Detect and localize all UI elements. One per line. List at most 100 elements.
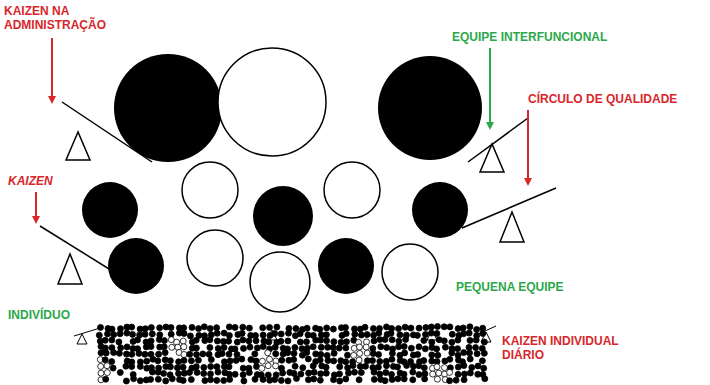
small-circle <box>123 378 129 384</box>
small-circle <box>469 365 475 371</box>
small-circle <box>442 365 448 371</box>
small-circle <box>382 378 388 384</box>
small-circle <box>232 324 238 330</box>
small-circle <box>149 369 155 375</box>
small-circle <box>318 344 324 350</box>
small-circle <box>187 370 193 376</box>
small-circle <box>116 350 122 356</box>
small-circle <box>272 331 278 337</box>
small-circle <box>416 344 422 350</box>
small-circle <box>207 337 213 343</box>
small-circle <box>421 365 427 371</box>
small-circle <box>358 370 364 376</box>
small-circle <box>364 332 370 338</box>
small-circle <box>181 325 187 331</box>
small-circle <box>187 351 193 357</box>
small-circle <box>194 352 200 358</box>
small-circle <box>441 338 447 344</box>
small-circle <box>330 326 336 332</box>
small-circle <box>344 339 350 345</box>
small-circle <box>193 345 199 351</box>
small-circle <box>323 332 329 338</box>
small-circle <box>200 351 206 357</box>
callout-label: INDIVÍDUO <box>8 308 70 322</box>
small-circle <box>375 364 381 370</box>
small-circle <box>434 376 440 382</box>
small-circle <box>181 344 187 350</box>
small-circle <box>389 377 395 383</box>
small-circle <box>148 325 154 331</box>
small-circle <box>117 331 123 337</box>
small-circle <box>325 358 331 364</box>
small-circle <box>324 338 330 344</box>
small-circle <box>240 324 246 330</box>
small-circle <box>103 350 109 356</box>
small-circle <box>395 364 401 370</box>
small-circle <box>265 363 271 369</box>
small-circle <box>214 338 220 344</box>
small-circle <box>123 363 129 369</box>
small-circle <box>466 330 472 336</box>
small-circle <box>345 352 351 358</box>
small-circle <box>416 363 422 369</box>
small-circle <box>467 324 473 330</box>
small-circle <box>260 325 266 331</box>
small-circle <box>273 351 279 357</box>
small-circle <box>278 338 284 344</box>
small-circle <box>466 344 472 350</box>
small-circle <box>358 332 364 338</box>
small-circle <box>155 376 161 382</box>
small-circle <box>246 370 252 376</box>
small-circle <box>389 337 395 343</box>
small-circle <box>219 351 225 357</box>
small-circle <box>482 376 488 382</box>
small-circle <box>318 371 324 377</box>
small-circle <box>378 344 384 350</box>
small-circle <box>195 357 201 363</box>
small-circle <box>331 350 337 356</box>
small-circle <box>167 358 173 364</box>
callout-label: EQUIPE INTERFUNCIONAL <box>452 30 607 44</box>
small-circle <box>300 365 306 371</box>
small-circle <box>337 364 343 370</box>
small-circle <box>109 337 115 343</box>
small-circle <box>163 378 169 384</box>
small-circle <box>434 331 440 337</box>
small-circle <box>397 332 403 338</box>
small-circle <box>201 324 207 330</box>
small-circle <box>325 344 331 350</box>
small-circle <box>136 350 142 356</box>
small-circle <box>428 330 434 336</box>
small-circle <box>124 330 130 336</box>
small-circle <box>343 325 349 331</box>
small-circle <box>343 331 349 337</box>
small-circle <box>363 363 369 369</box>
small-circle <box>226 333 232 339</box>
small-circle <box>104 363 110 369</box>
small-circle <box>214 364 220 370</box>
small-circle <box>421 358 427 364</box>
small-circle <box>311 369 317 375</box>
small-circle <box>226 364 232 370</box>
small-circle <box>324 325 330 331</box>
small-circle <box>297 339 303 345</box>
small-circle <box>356 357 362 363</box>
small-circle <box>447 324 453 330</box>
small-circle <box>162 350 168 356</box>
small-circle <box>352 331 358 337</box>
small-circle <box>317 357 323 363</box>
small-circle <box>474 351 480 357</box>
small-circle <box>169 376 175 382</box>
small-circle <box>148 376 154 382</box>
small-circle <box>285 338 291 344</box>
small-circle <box>260 344 266 350</box>
small-circle <box>436 370 442 376</box>
small-circle <box>389 356 395 362</box>
small-circle <box>351 352 357 358</box>
small-circle <box>109 326 115 332</box>
small-circle <box>311 376 317 382</box>
small-circle <box>371 376 377 382</box>
small-circle <box>221 378 227 384</box>
small-circle <box>129 351 135 357</box>
